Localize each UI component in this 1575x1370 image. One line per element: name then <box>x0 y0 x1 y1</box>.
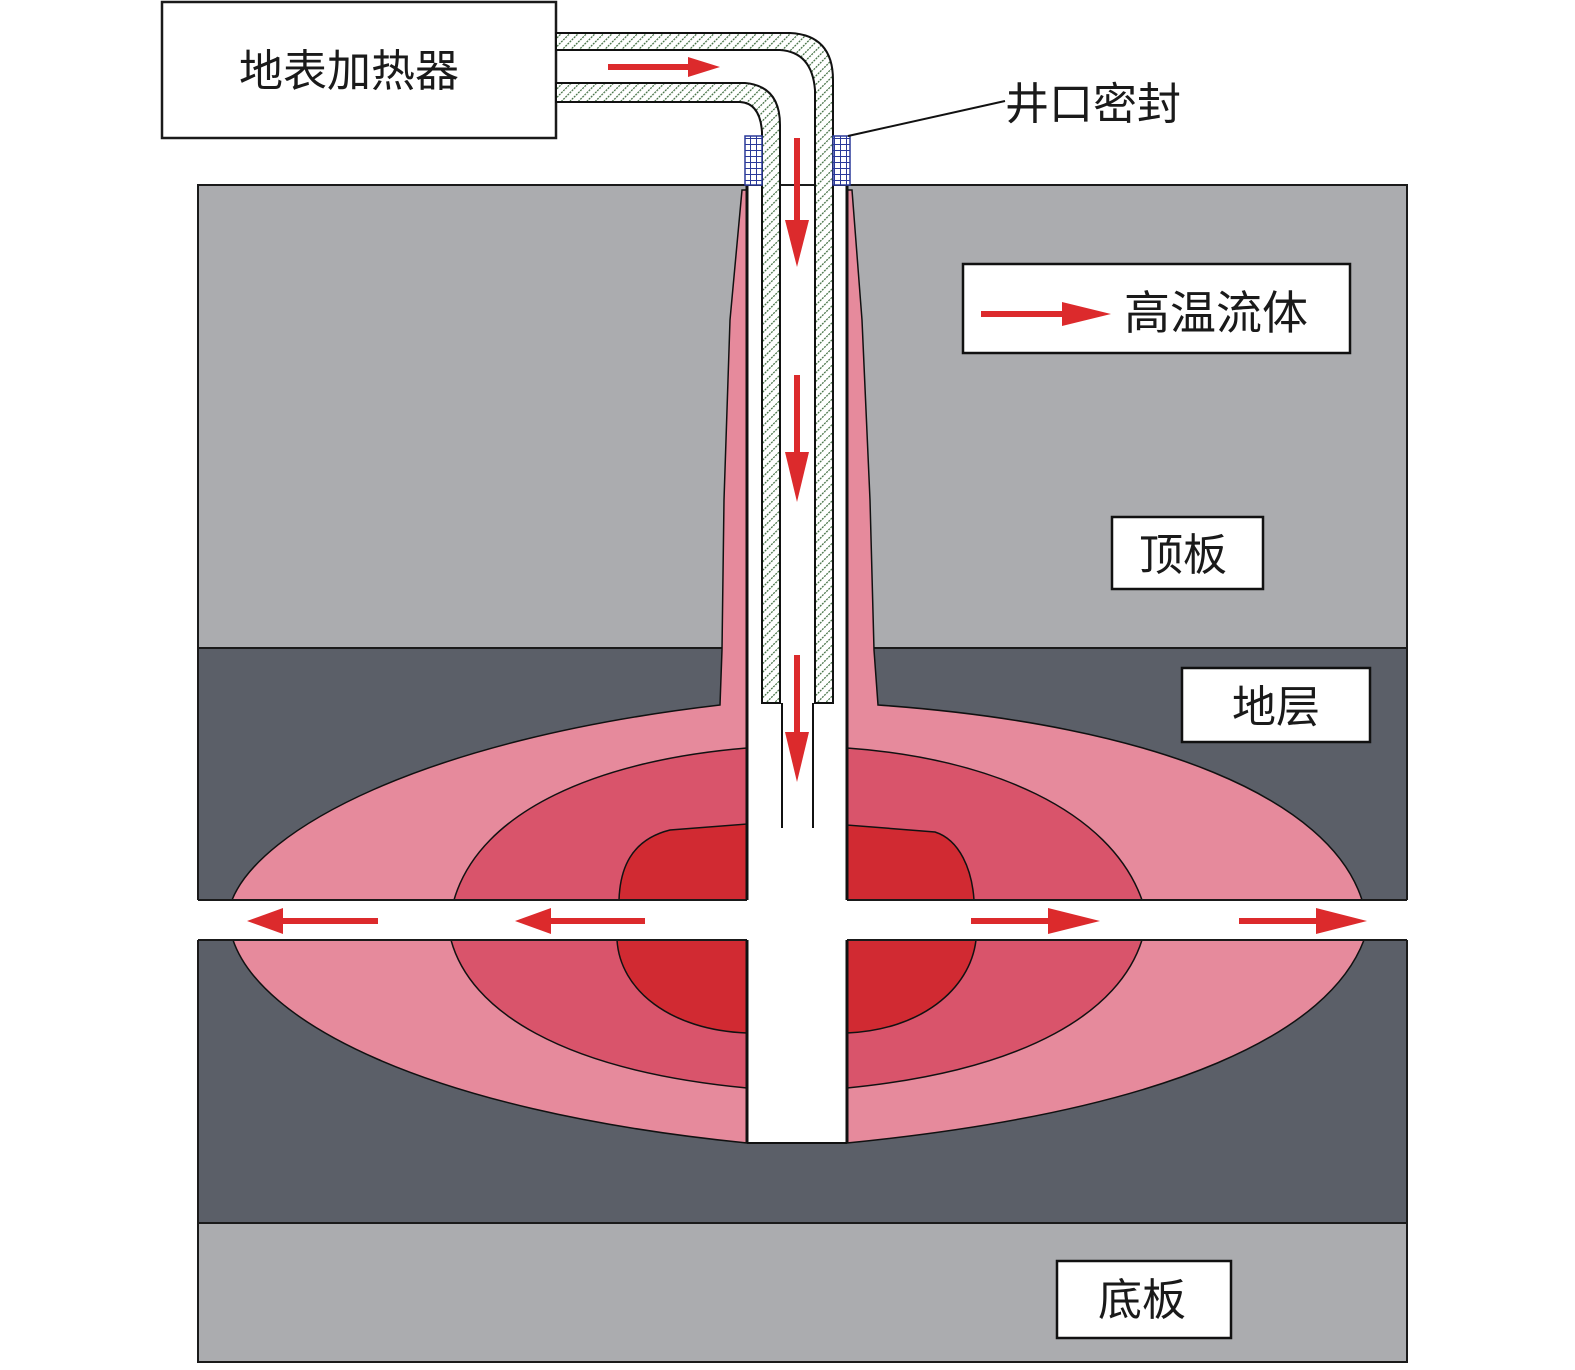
heater-box <box>160 0 558 140</box>
injection-pipe <box>555 32 834 828</box>
heat-zone-inner-upper-left <box>618 823 748 900</box>
formation-label-box: 地层 <box>1180 666 1372 744</box>
floor-label-box: 底板 <box>1055 1259 1233 1340</box>
flow-arrows <box>247 57 1367 934</box>
red-arrow-right-icon <box>981 302 1111 326</box>
heat-zone-inner-upper-right <box>846 824 975 900</box>
arrow-down-icon <box>785 655 809 782</box>
legend: 高温流体 <box>961 262 1352 355</box>
floor-label: 底板 <box>1098 1275 1186 1326</box>
heated-zone-upper <box>231 189 1363 900</box>
arrow-left-icon <box>515 908 645 934</box>
arrow-down-icon <box>785 138 809 267</box>
wellhead-seal-right <box>832 135 851 186</box>
heater-label: 地表加热器 <box>239 46 459 97</box>
arrow-right-icon <box>971 908 1100 934</box>
heated-zone-lower <box>232 940 1365 1144</box>
wellhead-seal-label: 井口密封 <box>1005 79 1181 130</box>
wellhead-seal-left <box>744 135 763 186</box>
legend-box <box>961 262 1352 355</box>
pipe-outer-wall <box>555 32 834 704</box>
roof-label: 顶板 <box>1139 530 1227 581</box>
arrow-right-icon <box>1239 908 1367 934</box>
roof-label-box: 顶板 <box>1110 515 1265 591</box>
arrow-right-icon <box>608 57 720 77</box>
pipe-inner-wall <box>555 82 781 704</box>
arrow-left-icon <box>247 908 378 934</box>
heat-zone-outer-upper <box>231 189 748 900</box>
surface-heater: 地表加热器 <box>160 0 558 140</box>
heat-zone-outer-upper-right <box>846 189 1363 900</box>
formation-label: 地层 <box>1232 682 1320 733</box>
legend-label: 高温流体 <box>1124 286 1308 340</box>
arrow-down-icon <box>785 375 809 502</box>
seal-leader-line <box>847 100 1006 137</box>
